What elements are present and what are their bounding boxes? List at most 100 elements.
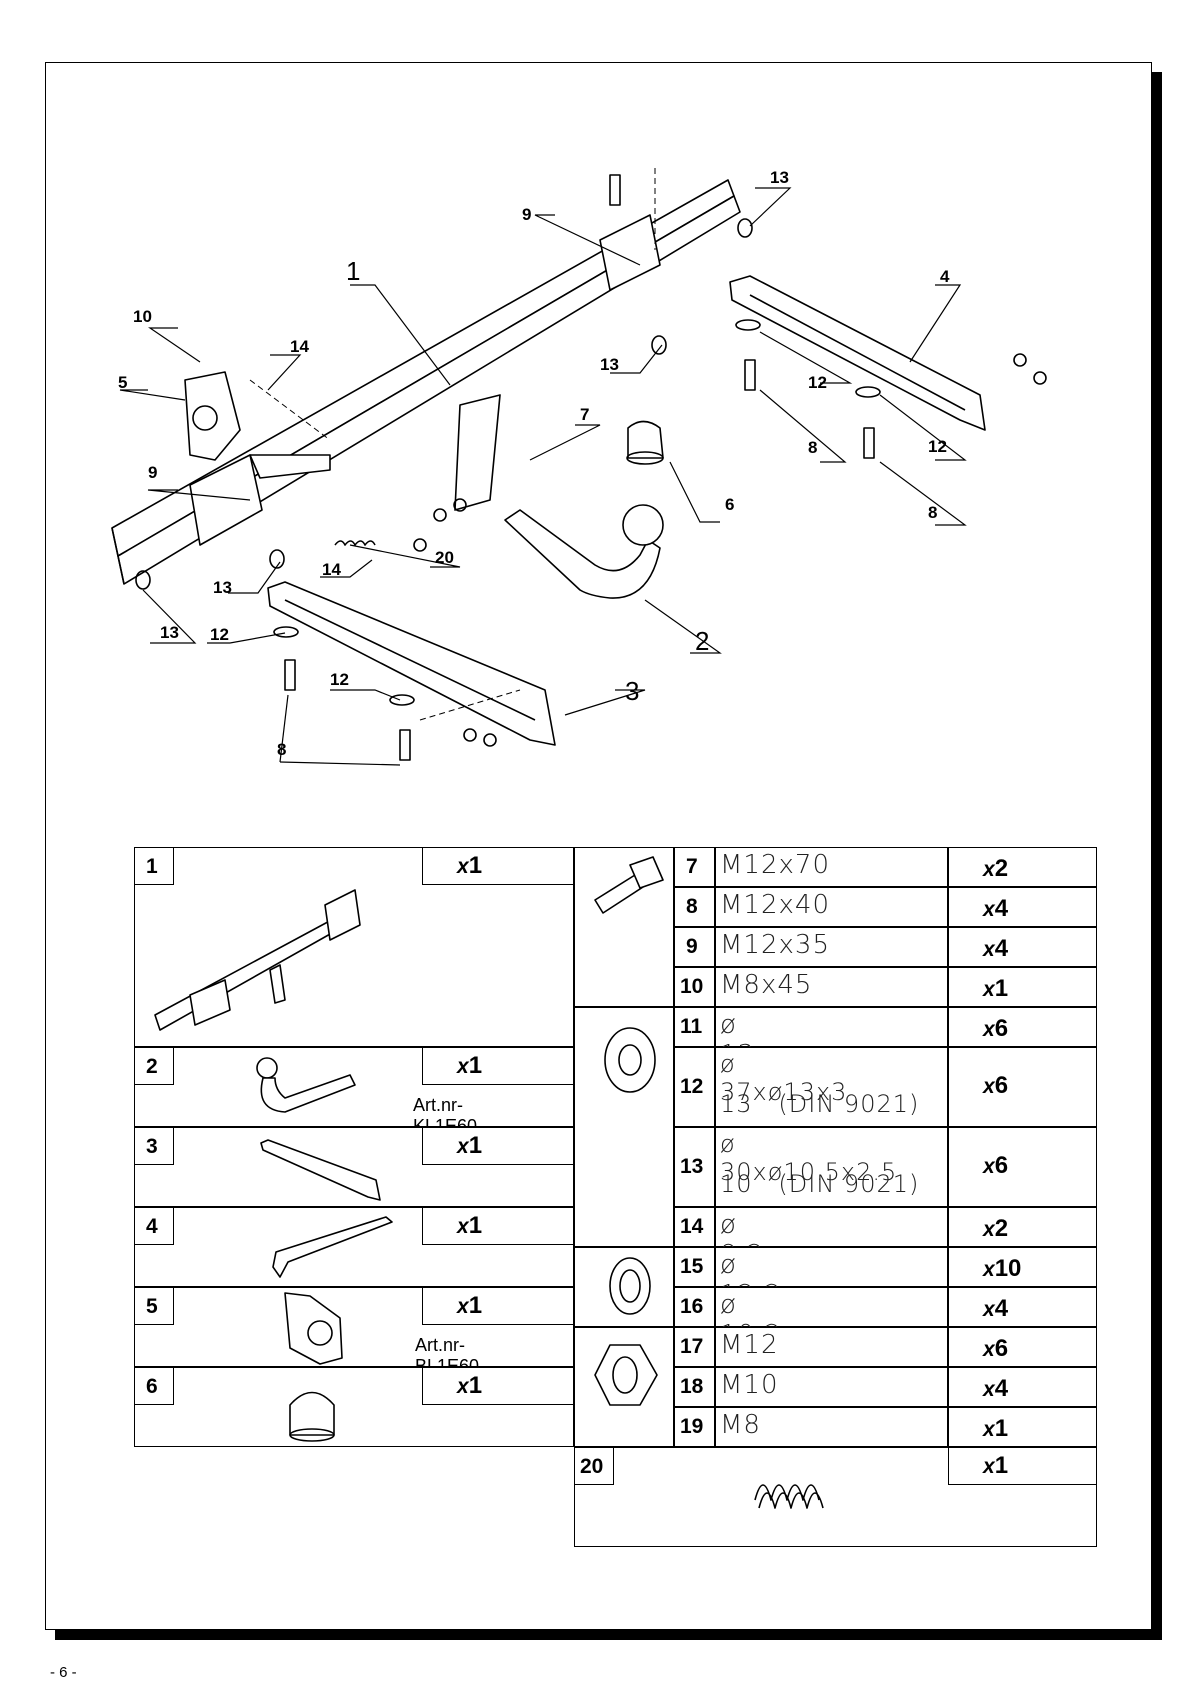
part-number-cell [134,1047,174,1085]
socket-plate-part-5 [184,371,241,461]
part-number: 8 [686,895,698,918]
part-number: 1 [146,855,158,878]
socket-plate-thumbnail [284,1292,343,1365]
ball-cover-thumbnail [289,1391,335,1442]
spec-row-12 [674,1047,715,1127]
part-number-cell [134,1207,174,1245]
part-spec: M8x45 [720,970,813,1000]
part-qty: x10 [983,1255,1022,1282]
callout-8: 8 [808,438,817,457]
fasteners [135,174,1047,761]
part-qty: x1 [457,1292,483,1319]
spec-cell [715,1287,948,1327]
spec-qty-cell [948,1407,1097,1447]
part-qty: x1 [457,1132,483,1159]
part-qty-cell [422,1367,574,1405]
bracket-4-thumbnail [272,1216,393,1278]
callout-20: 20 [435,548,454,567]
exploded-assembly-diagram: 1 2 3 4 5 6 7 8 8 8 9 9 10 12 12 12 12 1… [111,168,1047,766]
part-number: 19 [680,1415,704,1438]
spec-cell [715,1367,948,1407]
spec-cell [715,1007,948,1047]
part-qty: x1 [457,852,483,879]
spec-cell [715,847,948,887]
callout-12: 12 [330,670,349,689]
spec-qty-cell [948,1367,1097,1407]
part-number: 7 [686,855,698,878]
towball-thumbnail [256,1057,356,1113]
part-qty: x4 [983,895,1009,922]
part-qty-cell [422,1047,574,1085]
part-number: 13 [680,1155,704,1178]
spec-row-11 [674,1007,715,1047]
part-spec: M12x35 [720,930,830,960]
callout-13: 13 [600,355,619,374]
spring-part-20 [334,540,376,546]
callout-7: 7 [580,405,589,424]
spec-qty-cell [948,1287,1097,1327]
part-spec: M12x40 [720,890,830,920]
bolt-icon [594,856,664,914]
part-qty: x2 [983,855,1009,882]
callout-2: 2 [695,626,709,656]
part-qty: x1 [983,975,1009,1002]
spec-cell [715,967,948,1007]
part-number: 18 [680,1375,704,1398]
spec-row-15 [674,1247,715,1287]
part-qty: x1 [983,1415,1009,1442]
callout-1: 1 [346,256,360,286]
part-spec: M12 [720,1330,779,1360]
spec-row-13 [674,1127,715,1207]
callout-14: 14 [290,337,309,356]
callout-13: 13 [770,168,789,187]
callout-leaders [119,187,967,766]
part-qty: x4 [983,1375,1009,1402]
callout-8: 8 [928,503,937,522]
part-number: 17 [680,1335,704,1358]
spec-row-8 [674,887,715,927]
part-qty: x4 [983,935,1009,962]
part-number: 12 [680,1075,704,1098]
part-spec: M8 [720,1410,761,1440]
callout-5: 5 [118,373,127,392]
part-qty: x1 [983,1452,1009,1479]
part-qty: x1 [457,1372,483,1399]
spec-qty-cell [948,1127,1097,1207]
part-qty: x6 [983,1072,1009,1099]
side-bracket-part-4 [729,275,986,431]
part-number: 2 [146,1055,158,1078]
spec-cell [715,1047,948,1127]
spec-qty-cell [948,1327,1097,1367]
spec-row-17 [674,1327,715,1367]
part-number-cell [134,847,174,885]
part-number-cell [134,1367,174,1405]
ball-cover-part-6 [626,420,664,465]
callout-8: 8 [277,740,286,759]
callout-3: 3 [625,676,639,706]
spec-qty-cell [948,887,1097,927]
part-number: 20 [580,1455,604,1478]
part-number: 10 [680,975,704,998]
part-qty-cell [422,1207,574,1245]
part-spec: M12x70 [720,850,830,880]
side-bracket-part-3 [267,581,556,746]
part-qty: x1 [457,1212,483,1239]
part-spec-norm: 13 (DIN 9021) [720,1090,920,1118]
part-number: 4 [146,1215,158,1238]
spec-row-9 [674,927,715,967]
spec-cell [715,1327,948,1367]
part-qty: x6 [983,1335,1009,1362]
part-qty: x1 [457,1052,483,1079]
callout-12: 12 [808,373,827,392]
spec-cell [715,1207,948,1247]
callout-12: 12 [928,437,947,456]
spec-cell [715,1127,948,1207]
crossbar-thumbnail [154,889,361,1031]
part-number: 16 [680,1295,704,1318]
spec-cell [715,1407,948,1447]
part-number: 9 [686,935,698,958]
spec-row-10 [674,967,715,1007]
callout-14: 14 [322,560,341,579]
spec-cell [715,887,948,927]
spec-cell [715,1247,948,1287]
